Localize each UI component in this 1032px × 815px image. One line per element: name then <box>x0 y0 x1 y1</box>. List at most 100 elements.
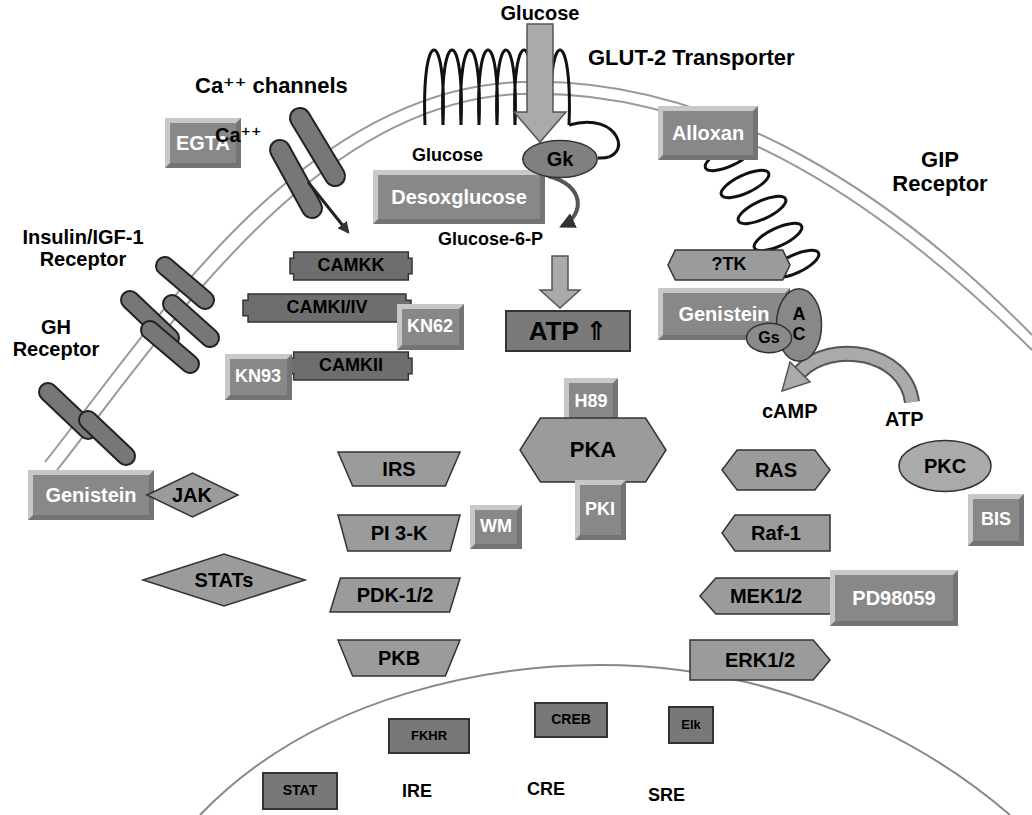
node-shape <box>899 441 991 492</box>
node-label: KN93 <box>235 367 281 387</box>
node-shape <box>520 418 666 482</box>
camk-box: CAMKK <box>290 252 412 280</box>
node-shape <box>330 578 460 612</box>
receptor-coil <box>735 191 790 229</box>
kinase-box: ?TK <box>668 250 790 280</box>
node-shape <box>700 578 832 614</box>
camp-arrow <box>800 354 912 402</box>
box-node: FKHR <box>388 718 470 754</box>
box-node: STAT <box>262 772 338 810</box>
kinase-pentagon: Raf-1 <box>722 515 830 551</box>
label: Ca⁺⁺ <box>215 124 262 146</box>
inhibitor-box: KN62 <box>397 304 464 350</box>
node-label: ATP ⇑ <box>529 317 608 346</box>
label: CRE <box>527 780 565 800</box>
label: Insulin/IGF-1 Receptor <box>18 226 148 270</box>
node-shape <box>338 452 460 486</box>
node-label: IRS <box>382 458 415 480</box>
node-shape <box>523 140 597 177</box>
ellipse-node: Gs <box>746 323 792 353</box>
node-label: FKHR <box>411 729 447 743</box>
calcium-channel <box>300 118 335 176</box>
node-label: H89 <box>574 392 607 412</box>
calcium-channel <box>300 118 335 176</box>
node-label: Genistein <box>45 484 136 506</box>
node-label: CREB <box>551 712 591 727</box>
node-label: PKB <box>378 647 420 669</box>
calcium-channel <box>280 150 312 208</box>
node-label: PD98059 <box>852 587 935 609</box>
kinase-hexagon: RAS <box>722 450 830 490</box>
node-label: Gs <box>758 329 779 347</box>
camp-arrowhead <box>782 362 810 391</box>
node-label: WM <box>480 517 512 537</box>
kinase-hexagon: PKA <box>520 418 666 482</box>
receptor-bar <box>88 420 126 456</box>
kinase-trapezoid: PI 3-K <box>338 515 460 551</box>
node-shape <box>668 250 790 280</box>
gh-receptor <box>48 392 126 456</box>
node-shape <box>290 352 412 380</box>
label: cAMP <box>762 400 818 422</box>
label: Glucose <box>490 2 590 24</box>
ellipse-node: PKC <box>898 440 992 492</box>
node-label: PKC <box>924 455 966 477</box>
node-label: Desoxglucose <box>391 186 527 208</box>
atp-arrow <box>540 256 580 308</box>
receptor-coil <box>718 165 773 203</box>
node-shape <box>722 515 830 551</box>
kinase-diamond: STATs <box>143 554 305 606</box>
node-label: CAMKK <box>318 256 385 276</box>
inhibitor-box: BIS <box>968 494 1024 546</box>
receptor-bar <box>172 304 210 338</box>
kinase-parallelogram: PDK-1/2 <box>330 578 460 612</box>
node-label: Raf-1 <box>751 522 801 544</box>
node-label: ?TK <box>712 255 747 275</box>
inhibitor-box: PD98059 <box>830 570 958 626</box>
box-node: ATP ⇑ <box>505 310 631 352</box>
node-label: Gk <box>547 148 574 170</box>
node-shape <box>143 554 305 606</box>
node-shape <box>776 289 821 362</box>
inhibitor-box: WM <box>470 505 522 549</box>
node-shape <box>338 640 460 676</box>
phosphorylation-arrow <box>548 176 578 226</box>
receptor-bar <box>150 330 190 364</box>
label: SRE <box>648 786 685 806</box>
glucose-arrow <box>514 24 566 142</box>
node-label: Elk <box>681 718 701 732</box>
node-label: PKI <box>585 500 615 520</box>
ellipse-node: AC <box>776 288 822 362</box>
ellipse-node: Gk <box>522 140 598 178</box>
camk-box: CAMKI/IV <box>243 294 411 322</box>
label: IRE <box>402 782 432 802</box>
node-label: Alloxan <box>672 122 744 144</box>
inhibitor-box: KN93 <box>225 354 292 400</box>
camp-arrow <box>800 354 912 402</box>
node-label: Genistein <box>678 303 769 325</box>
node-label: STAT <box>283 783 317 798</box>
inhibitor-box: Desoxglucose <box>373 170 545 224</box>
calcium-channel <box>280 150 312 208</box>
label: Ca⁺⁺ channels <box>195 74 348 98</box>
label: Glucose <box>412 146 483 166</box>
box-node: CREB <box>534 702 608 738</box>
node-label: PKA <box>570 438 616 462</box>
node-label: BIS <box>981 510 1011 530</box>
node-shape <box>290 252 412 280</box>
node-label: CAMKI/IV <box>287 298 368 318</box>
node-shape <box>243 294 411 322</box>
receptor-bar <box>172 304 210 338</box>
node-shape <box>338 515 460 551</box>
label: ATP <box>885 408 924 430</box>
kinase-diamond: JAK <box>147 473 238 517</box>
node-label: KN62 <box>407 317 453 337</box>
node-shape <box>746 323 791 352</box>
node-shape <box>722 450 830 490</box>
label: GLUT-2 Transporter <box>588 46 795 70</box>
node-label: STATs <box>195 569 254 591</box>
kinase-trapezoid: PKB <box>338 640 460 676</box>
node-label: PI 3-K <box>371 522 428 544</box>
node-shape <box>147 473 238 517</box>
node-label: ERK1/2 <box>725 649 795 671</box>
